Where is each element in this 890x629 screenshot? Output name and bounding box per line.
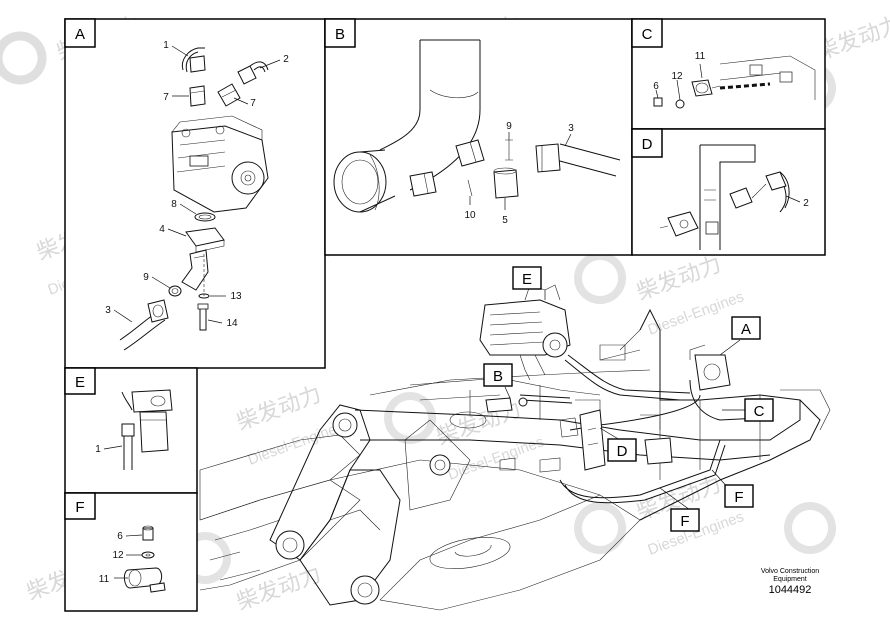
panel-label: E bbox=[75, 374, 85, 391]
callout-e[interactable]: E bbox=[512, 266, 542, 290]
part-number-11: 11 bbox=[695, 51, 706, 62]
maker-line-2: Equipment bbox=[773, 576, 807, 583]
part-number-1: 1 bbox=[95, 444, 101, 455]
part-number-6: 6 bbox=[117, 531, 123, 542]
part-number-2: 2 bbox=[283, 54, 289, 65]
part-number-9: 9 bbox=[506, 121, 512, 132]
callout-label: F bbox=[680, 513, 689, 530]
part-number-8: 8 bbox=[171, 199, 177, 210]
watermark-cn: 柴发动力 bbox=[233, 381, 324, 435]
part-number-3: 3 bbox=[105, 305, 111, 316]
detail-panel-e: E 1 bbox=[64, 367, 198, 494]
detail-panel-c: C 11 12 6 bbox=[631, 18, 826, 130]
callout-c[interactable]: C bbox=[744, 398, 774, 422]
panel-label: C bbox=[642, 26, 653, 43]
callout-f[interactable]: F bbox=[724, 484, 754, 508]
part-number-7: 7 bbox=[250, 98, 256, 109]
part-number-12: 12 bbox=[112, 550, 124, 561]
watermark-cn: 柴发动力 bbox=[233, 561, 324, 615]
part-number-10: 10 bbox=[464, 210, 476, 221]
part-number-14: 14 bbox=[226, 318, 238, 329]
detail-panel-d: D 2 bbox=[631, 128, 826, 256]
part-number-5: 5 bbox=[502, 215, 508, 226]
callout-label: F bbox=[734, 489, 743, 506]
part-number-1: 1 bbox=[163, 40, 169, 51]
part-number-11: 11 bbox=[99, 574, 110, 585]
watermark-cn: 柴发动力 bbox=[633, 251, 724, 305]
part-number-12: 12 bbox=[671, 71, 683, 82]
part-number-6: 6 bbox=[653, 81, 659, 92]
callout-label: E bbox=[522, 271, 532, 288]
callout-d[interactable]: D bbox=[607, 438, 637, 462]
callout-label: B bbox=[493, 368, 503, 385]
detail-panel-a: A bbox=[64, 18, 326, 369]
detail-panel-f: F 6 12 11 bbox=[64, 492, 198, 612]
part-number-4: 4 bbox=[159, 224, 165, 235]
detail-panel-b: B 9 3 10 5 bbox=[324, 18, 633, 256]
panel-label: B bbox=[335, 26, 345, 43]
part-number-7: 7 bbox=[163, 92, 169, 103]
part-number-3: 3 bbox=[568, 123, 574, 134]
panel-label: D bbox=[642, 136, 653, 153]
machine-frame-drawing bbox=[199, 284, 831, 611]
callout-label: D bbox=[617, 443, 628, 460]
callout-b[interactable]: B bbox=[483, 363, 513, 387]
drawing-number: 1044492 bbox=[769, 584, 812, 596]
maker-line-1: Volvo Construction bbox=[761, 568, 819, 575]
part-number-13: 13 bbox=[230, 291, 242, 302]
callout-label: A bbox=[741, 321, 751, 338]
callout-a[interactable]: A bbox=[731, 316, 761, 340]
callout-label: C bbox=[754, 403, 765, 420]
panel-label: A bbox=[75, 26, 85, 43]
panel-label: F bbox=[75, 499, 84, 516]
part-number-2: 2 bbox=[803, 198, 809, 209]
callout-f[interactable]: F bbox=[670, 508, 700, 532]
part-number-9: 9 bbox=[143, 272, 149, 283]
